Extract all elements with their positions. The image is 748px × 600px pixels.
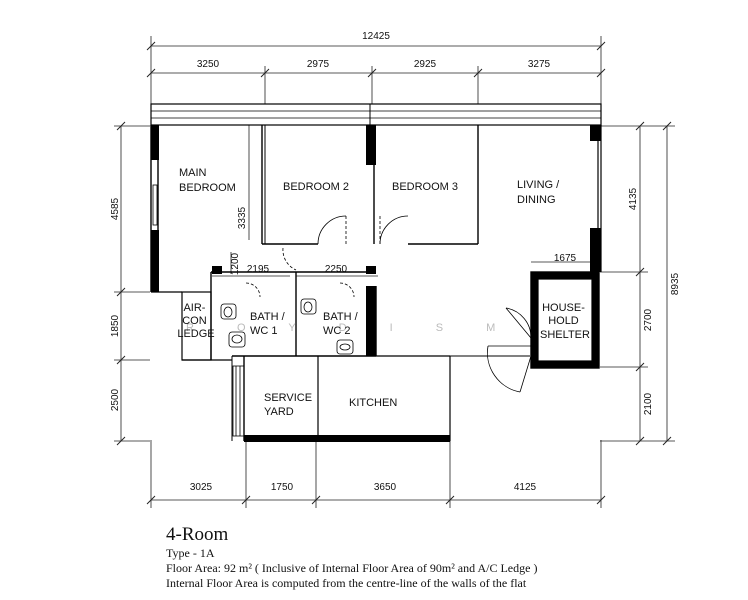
dim-total-width: 12425 xyxy=(362,31,390,42)
dim-shelter-width: 1675 xyxy=(554,253,577,264)
plan-caption: 4-Room Type - 1A Floor Area: 92 m² ( Inc… xyxy=(166,524,537,591)
dim-bath2-width: 2250 xyxy=(325,264,348,275)
wall-fills xyxy=(151,125,601,442)
room-main-bedroom: MAIN BEDROOM xyxy=(179,167,236,194)
windows xyxy=(152,184,245,437)
dim-left-3: 2500 xyxy=(110,388,121,411)
dim-top-3: 2925 xyxy=(414,59,437,70)
dim-top-2: 2975 xyxy=(307,59,330,70)
caption-title: 4-Room xyxy=(166,524,229,545)
room-labels: MAIN BEDROOM BEDROOM 2 BEDROOM 3 LIVING … xyxy=(177,167,590,418)
room-bath-2: BATH / WC 2 xyxy=(323,311,361,337)
dim-bottom-2: 1750 xyxy=(271,482,294,493)
room-bedroom-3: BEDROOM 3 xyxy=(392,181,458,193)
dim-bottom-4: 4125 xyxy=(514,482,537,493)
floor-plan: R O Y D I S M 12425 3250 2975 2925 3275 … xyxy=(110,31,681,508)
doors xyxy=(245,215,532,393)
bathroom-fixtures xyxy=(220,298,354,355)
dim-bath1-width: 2195 xyxy=(247,264,270,275)
caption-note: Internal Floor Area is computed from the… xyxy=(166,576,527,590)
dim-left-1: 4585 xyxy=(110,197,121,220)
room-household-shelter: HOUSE- HOLD SHELTER xyxy=(540,302,590,341)
dim-bedroom2-depth: 3335 xyxy=(237,206,248,229)
room-bath-1: BATH / WC 1 xyxy=(250,311,288,337)
dim-right-total: 8935 xyxy=(670,272,681,295)
dim-bottom-1: 3025 xyxy=(190,482,213,493)
dim-bottom-3: 3650 xyxy=(374,482,397,493)
dim-right-3: 2100 xyxy=(643,392,654,415)
room-service-yard: SERVICE YARD xyxy=(264,392,315,418)
dim-top-1: 3250 xyxy=(197,59,220,70)
room-aircon-ledge: AIR- CON LEDGE xyxy=(177,302,214,340)
dim-left-2: 1850 xyxy=(110,314,121,337)
dimension-ticks xyxy=(116,41,672,505)
dim-right-1: 4135 xyxy=(628,187,639,210)
caption-type: Type - 1A xyxy=(166,546,215,560)
room-living-dining: LIVING / DINING xyxy=(517,179,562,206)
dim-corridor: 1200 xyxy=(230,252,241,275)
room-bedroom-2: BEDROOM 2 xyxy=(283,181,349,193)
dim-top-4: 3275 xyxy=(528,59,551,70)
room-kitchen: KITCHEN xyxy=(349,397,397,409)
watermark: R O Y D I S M xyxy=(186,322,515,334)
caption-floor-area: Floor Area: 92 m² ( Inclusive of Interna… xyxy=(166,561,538,575)
dimension-labels: 12425 3250 2975 2925 3275 3025 1750 3650… xyxy=(110,31,681,493)
dim-right-2: 2700 xyxy=(643,308,654,331)
